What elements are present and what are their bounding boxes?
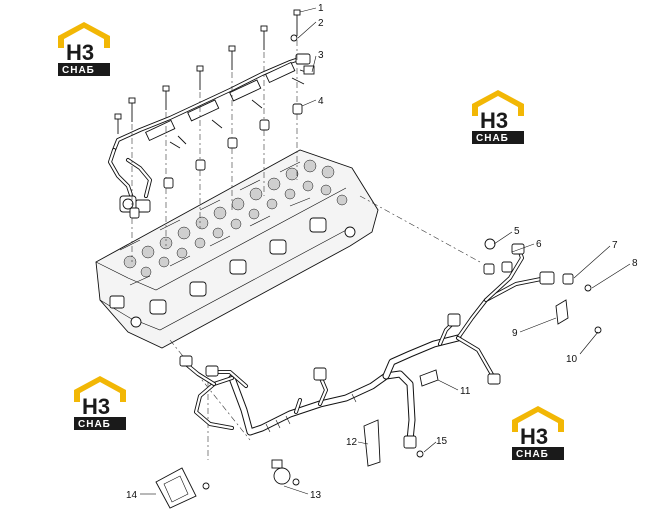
- callout-10: 10: [566, 354, 578, 365]
- callout-2: 2: [318, 18, 324, 29]
- lower-harness: [179, 243, 555, 449]
- screw-15: [416, 450, 424, 458]
- injector-harness: [108, 53, 315, 213]
- h3-snab-logo-watermark: H3 СНАБ: [58, 22, 110, 76]
- bracket-11: [419, 369, 439, 387]
- bracket-12: [363, 419, 381, 467]
- callout-7: 7: [612, 240, 618, 251]
- sensor-13: [273, 467, 291, 485]
- svg-text:СНАБ: СНАБ: [516, 449, 549, 460]
- callout-labels: 1 2 3 4 5 6 7 8 9 10 11 12 13 14 15: [126, 3, 638, 501]
- svg-text:H3: H3: [66, 40, 94, 65]
- svg-text:H3: H3: [520, 424, 548, 449]
- callout-13: 13: [310, 490, 322, 501]
- bolts: [114, 9, 301, 134]
- callout-8: 8: [632, 258, 638, 269]
- callout-leaders: [140, 7, 631, 495]
- h3-snab-logo-watermark: H3 СНАБ: [512, 406, 564, 460]
- bracket-9: [555, 299, 569, 325]
- svg-text:H3: H3: [480, 108, 508, 133]
- svg-text:СНАБ: СНАБ: [62, 65, 95, 76]
- screw-8: [584, 284, 592, 292]
- spacers: [129, 103, 303, 219]
- bracket-14: [155, 467, 197, 509]
- intake-ports: [109, 217, 356, 328]
- callout-5: 5: [514, 226, 520, 237]
- cylinder-head: [95, 149, 379, 349]
- h3-snab-logo-watermark: H3 СНАБ: [74, 376, 126, 430]
- svg-text:СНАБ: СНАБ: [476, 133, 509, 144]
- svg-text:H3: H3: [82, 394, 110, 419]
- callout-6: 6: [536, 239, 542, 250]
- callout-11: 11: [460, 386, 471, 397]
- screw-10: [594, 326, 602, 334]
- h3-snab-logo-watermark: H3 СНАБ: [472, 90, 524, 144]
- callout-4: 4: [318, 96, 324, 107]
- callout-12: 12: [346, 437, 358, 448]
- svg-text:СНАБ: СНАБ: [78, 419, 111, 430]
- callout-3: 3: [318, 50, 324, 61]
- callout-14: 14: [126, 490, 138, 501]
- callout-1: 1: [318, 3, 324, 14]
- callout-9: 9: [512, 328, 518, 339]
- callout-15: 15: [436, 436, 448, 447]
- grommet-5: [484, 238, 496, 250]
- small-parts: [155, 238, 602, 509]
- valve-train: [119, 159, 348, 286]
